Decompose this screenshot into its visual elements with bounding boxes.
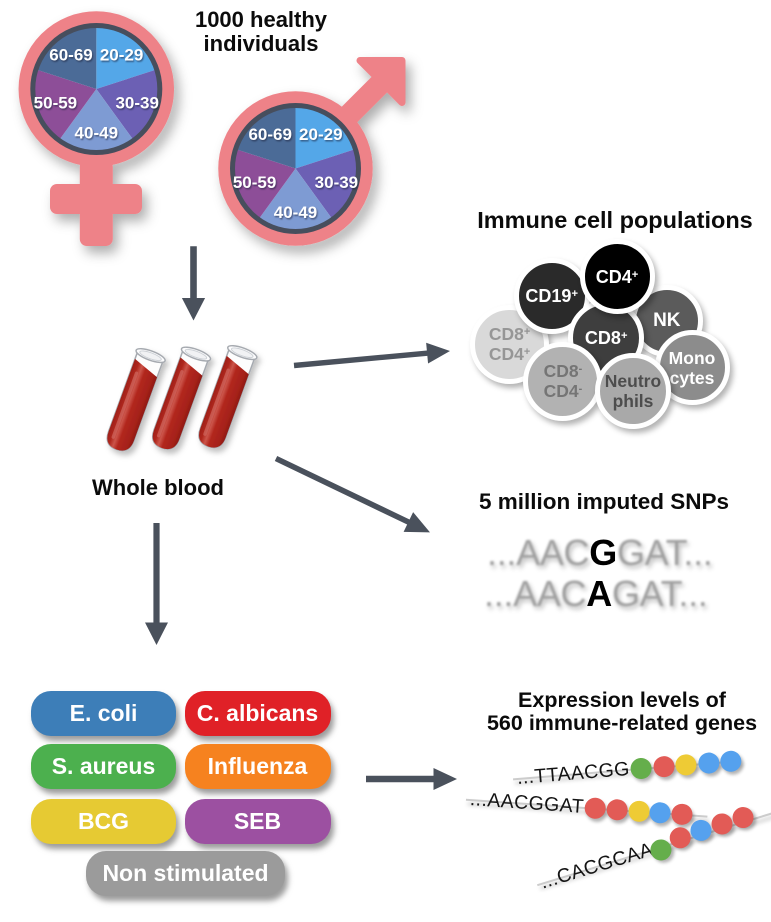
svg-text:20-29: 20-29 — [100, 46, 143, 65]
svg-text:30-39: 30-39 — [315, 173, 358, 192]
svg-text:40-49: 40-49 — [274, 203, 317, 222]
svg-text:50-59: 50-59 — [34, 94, 77, 113]
svg-text:20-29: 20-29 — [299, 125, 342, 144]
svg-text:30-39: 30-39 — [115, 94, 158, 113]
svg-text:60-69: 60-69 — [49, 46, 92, 65]
svg-text:40-49: 40-49 — [75, 123, 118, 142]
svg-text:50-59: 50-59 — [233, 173, 276, 192]
svg-text:60-69: 60-69 — [248, 125, 291, 144]
